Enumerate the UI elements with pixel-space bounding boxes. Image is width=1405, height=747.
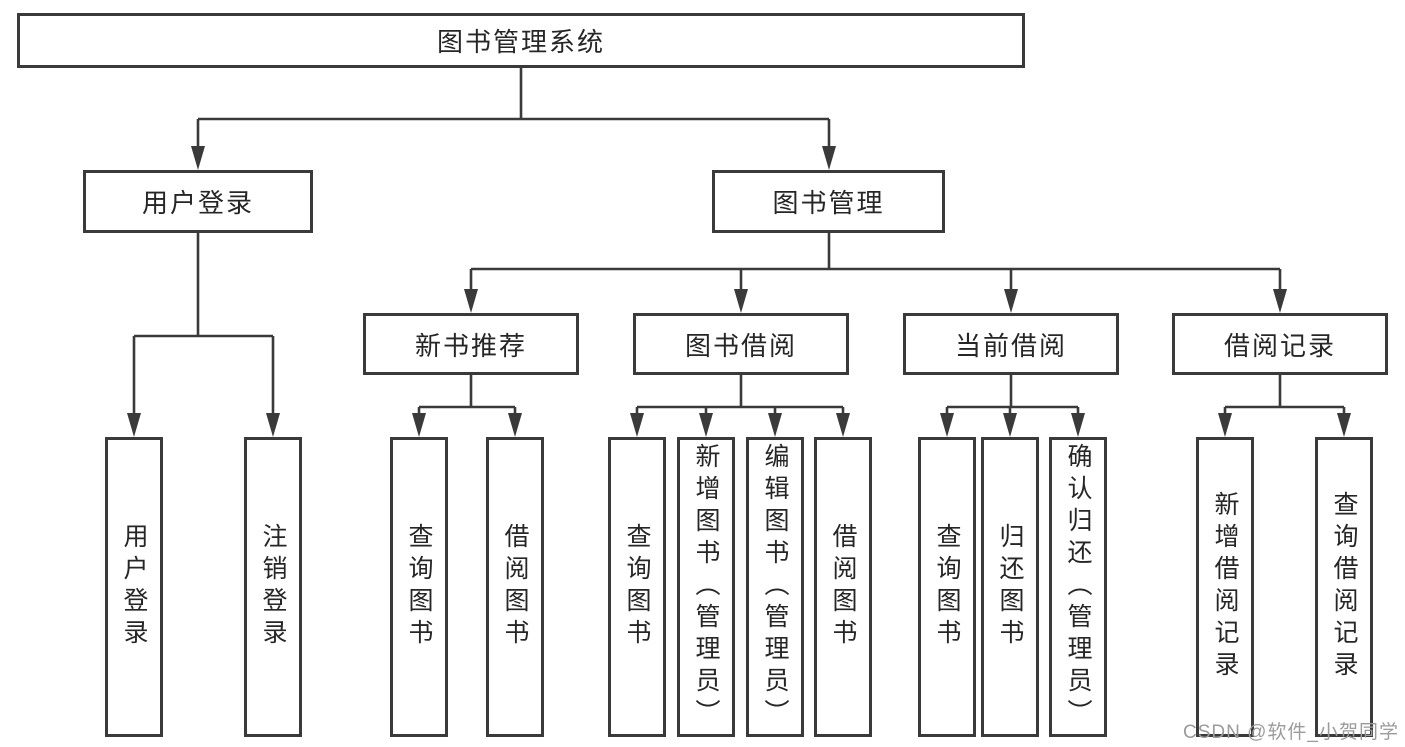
leaf-add-book-admin-label: 新增图书（管理员）: [692, 443, 720, 731]
csdn-watermark: CSDN @软件_小贺同学: [1183, 722, 1399, 743]
leaf-query-borrow-record-label: 查询借阅记录: [1330, 491, 1358, 683]
node-book-management: 图书管理: [712, 170, 945, 233]
node-current-borrowing-label: 当前借阅: [954, 330, 1067, 361]
leaf-return-books-label: 归还图书: [996, 523, 1024, 651]
node-new-book-recommendation: 新书推荐: [363, 313, 579, 375]
leaf-return-books: 归还图书: [981, 437, 1039, 737]
leaf-query-borrow-record: 查询借阅记录: [1315, 437, 1373, 737]
node-user-login: 用户登录: [83, 170, 313, 233]
leaf-borrow-books-borrowing-label: 借阅图书: [829, 523, 857, 651]
leaf-query-books-recommend: 查询图书: [390, 437, 448, 737]
leaf-query-books-recommend-label: 查询图书: [405, 523, 433, 651]
node-current-borrowing: 当前借阅: [903, 313, 1119, 375]
node-root-library-management-system: 图书管理系统: [17, 13, 1025, 68]
leaf-confirm-return-admin: 确认归还（管理员）: [1049, 437, 1107, 737]
leaf-user-login: 用户登录: [105, 437, 163, 737]
node-book-management-label: 图书管理: [772, 188, 885, 218]
leaf-edit-book-admin: 编辑图书（管理员）: [746, 437, 804, 737]
node-root-label: 图书管理系统: [436, 27, 605, 57]
node-book-borrowing: 图书借阅: [633, 313, 849, 375]
leaf-add-borrow-record-label: 新增借阅记录: [1211, 491, 1239, 683]
node-book-borrowing-label: 图书借阅: [684, 330, 797, 361]
leaf-add-borrow-record: 新增借阅记录: [1196, 437, 1254, 737]
node-new-book-recommendation-label: 新书推荐: [414, 330, 527, 361]
node-borrowing-records-label: 借阅记录: [1223, 330, 1336, 361]
leaf-borrow-books-borrowing: 借阅图书: [814, 437, 872, 737]
leaf-query-books-current-label: 查询图书: [933, 523, 961, 651]
leaf-edit-book-admin-label: 编辑图书（管理员）: [761, 443, 789, 731]
leaf-query-books-current: 查询图书: [918, 437, 976, 737]
leaf-borrow-books-recommend-label: 借阅图书: [501, 523, 529, 651]
node-borrowing-records: 借阅记录: [1172, 313, 1388, 375]
leaf-confirm-return-admin-label: 确认归还（管理员）: [1064, 443, 1092, 731]
leaf-user-login-label: 用户登录: [120, 523, 148, 651]
node-user-login-label: 用户登录: [141, 188, 254, 218]
leaf-add-book-admin: 新增图书（管理员）: [677, 437, 735, 737]
leaf-query-books-borrowing-label: 查询图书: [623, 523, 651, 651]
leaf-logout: 注销登录: [244, 437, 302, 737]
leaf-logout-label: 注销登录: [259, 523, 287, 651]
leaf-query-books-borrowing: 查询图书: [608, 437, 666, 737]
leaf-borrow-books-recommend: 借阅图书: [486, 437, 544, 737]
